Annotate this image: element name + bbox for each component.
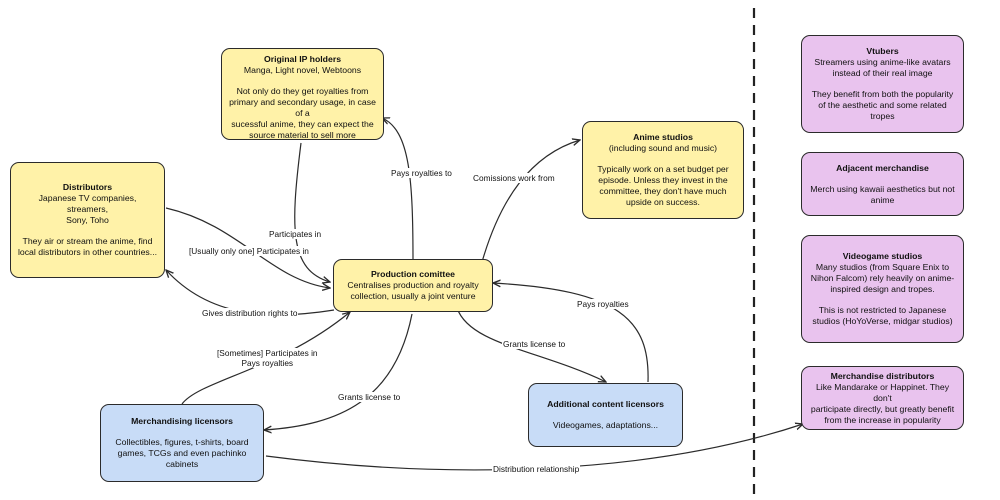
node-body-line: from the increase in popularity <box>824 414 941 425</box>
node-body-line: studios (HoYoVerse, midgar studios) <box>812 316 953 326</box>
node-body-line: cabinets <box>165 459 199 469</box>
node-body-line: source material to sell more <box>249 130 356 140</box>
node-body-line: committee, they don't have much <box>599 186 727 196</box>
node-body-line: primary and secondary usage, in case of … <box>229 97 376 118</box>
node-body-line: games, TCGs and even pachinko <box>117 448 247 458</box>
edge-sometimes <box>181 312 350 405</box>
node-title: Additional content licensors <box>547 399 664 409</box>
node-body-line: local distributors in other countries... <box>17 247 158 257</box>
node-body-line: Not only do they get royalties from <box>236 86 369 96</box>
node-original-ip-holders: Original IP holders Manga, Light novel, … <box>221 48 384 140</box>
node-body-line: Merch using kawaii aesthetics but not <box>810 183 955 194</box>
node-title: Vtubers <box>866 46 899 56</box>
node-body-line: They air or stream the anime, find <box>22 236 153 246</box>
node-body-line: of the aesthetic and some related <box>818 100 947 110</box>
node-body-line: upside on success. <box>626 197 700 207</box>
node-body-line: episode. Unless they invest in the <box>598 175 728 185</box>
node-body-line: collection, usually a joint venture <box>350 291 476 301</box>
edge-label-sometimes-line1: [Sometimes] Participates in <box>217 348 318 358</box>
node-subtitle: Japanese TV companies, streamers, <box>38 193 137 214</box>
node-title: Adjacent merchandise <box>836 162 929 173</box>
edge-label-grants-merch: Grants license to <box>337 392 402 402</box>
node-title: Production comittee <box>371 269 455 279</box>
node-body-line: Collectibles, figures, t-shirts, board <box>115 437 249 447</box>
node-body-line: Typically work on a set budget per <box>597 164 729 174</box>
node-merchandising-licensors: Merchandising licensors Collectibles, fi… <box>100 404 264 482</box>
node-subtitle: Many studios (from Square Enix to <box>815 262 950 272</box>
edge-label-pays-royalties-ip: Pays royalties to <box>390 168 453 178</box>
node-title: Anime studios <box>633 132 693 142</box>
edge-label-sometimes: [Sometimes] Participates in Pays royalti… <box>216 348 319 368</box>
edge-label-participates-ip: Participates in <box>268 229 323 239</box>
edge-grants-merch <box>264 313 413 430</box>
node-body-line: anime <box>870 194 895 205</box>
edge-label-sometimes-line2: Pays royalties <box>241 358 294 368</box>
node-adjacent-merchandise: Adjacent merchandise Merch using kawaii … <box>801 152 964 216</box>
node-body-line: They benefit from both the popularity <box>811 89 954 99</box>
node-body-line: Videogames, adaptations... <box>552 420 659 430</box>
node-subtitle: Sony, Toho <box>66 215 109 225</box>
node-body-line: tropes <box>870 111 895 121</box>
node-additional-content-licensors: Additional content licensors Videogames,… <box>528 383 683 447</box>
edge-label-usually-one: [Usually only one] Participates in <box>188 246 310 256</box>
node-subtitle: Manga, Light novel, Webtoons <box>243 65 362 75</box>
node-body-line: Like Mandarake or Happinet. They don't <box>815 381 950 403</box>
node-body-line: Centralises production and royalty <box>347 280 479 290</box>
node-subtitle: inspired design and tropes. <box>830 284 935 294</box>
node-subtitle: Streamers using anime-like avatars <box>814 57 951 67</box>
edge-label-gives-rights: Gives distribution rights to <box>201 308 299 318</box>
node-production-comittee: Production comittee Centralises producti… <box>333 259 493 312</box>
node-vtubers: Vtubers Streamers using anime-like avata… <box>801 35 964 133</box>
node-videogame-studios: Videogame studios Many studios (from Squ… <box>801 235 964 343</box>
node-title: Original IP holders <box>263 54 342 64</box>
edge-label-grants-add: Grants license to <box>502 339 567 349</box>
node-body-line: sucessful anime, they can expect the <box>231 119 374 129</box>
edge-label-commissions: Comissions work from <box>472 173 556 183</box>
node-anime-studios: Anime studios (including sound and music… <box>582 121 744 219</box>
node-title: Merchandise distributors <box>830 370 935 381</box>
edge-label-pays-royalties-add: Pays royalties <box>576 299 630 309</box>
node-body-line: This is not restricted to Japanese <box>818 305 947 315</box>
node-title: Merchandising licensors <box>131 416 233 426</box>
edge-label-distribution: Distribution relationship <box>492 464 581 474</box>
edge-pays-royalties-add <box>493 283 649 383</box>
node-subtitle: instead of their real image <box>832 68 933 78</box>
edge-commissions <box>481 140 580 263</box>
node-body-line: participate directly, but greatly benefi… <box>810 403 955 414</box>
node-subtitle: (including sound and music) <box>608 143 718 153</box>
node-merchandise-distributors: Merchandise distributors Like Mandarake … <box>801 366 964 430</box>
node-title: Distributors <box>62 182 113 192</box>
node-subtitle: Nihon Falcom) rely heavily on anime- <box>810 273 955 283</box>
edge-participates-ip <box>294 142 330 282</box>
node-distributors: Distributors Japanese TV companies, stre… <box>10 162 165 278</box>
edge-pays-royalties-ip <box>382 118 414 263</box>
node-title: Videogame studios <box>842 251 923 261</box>
